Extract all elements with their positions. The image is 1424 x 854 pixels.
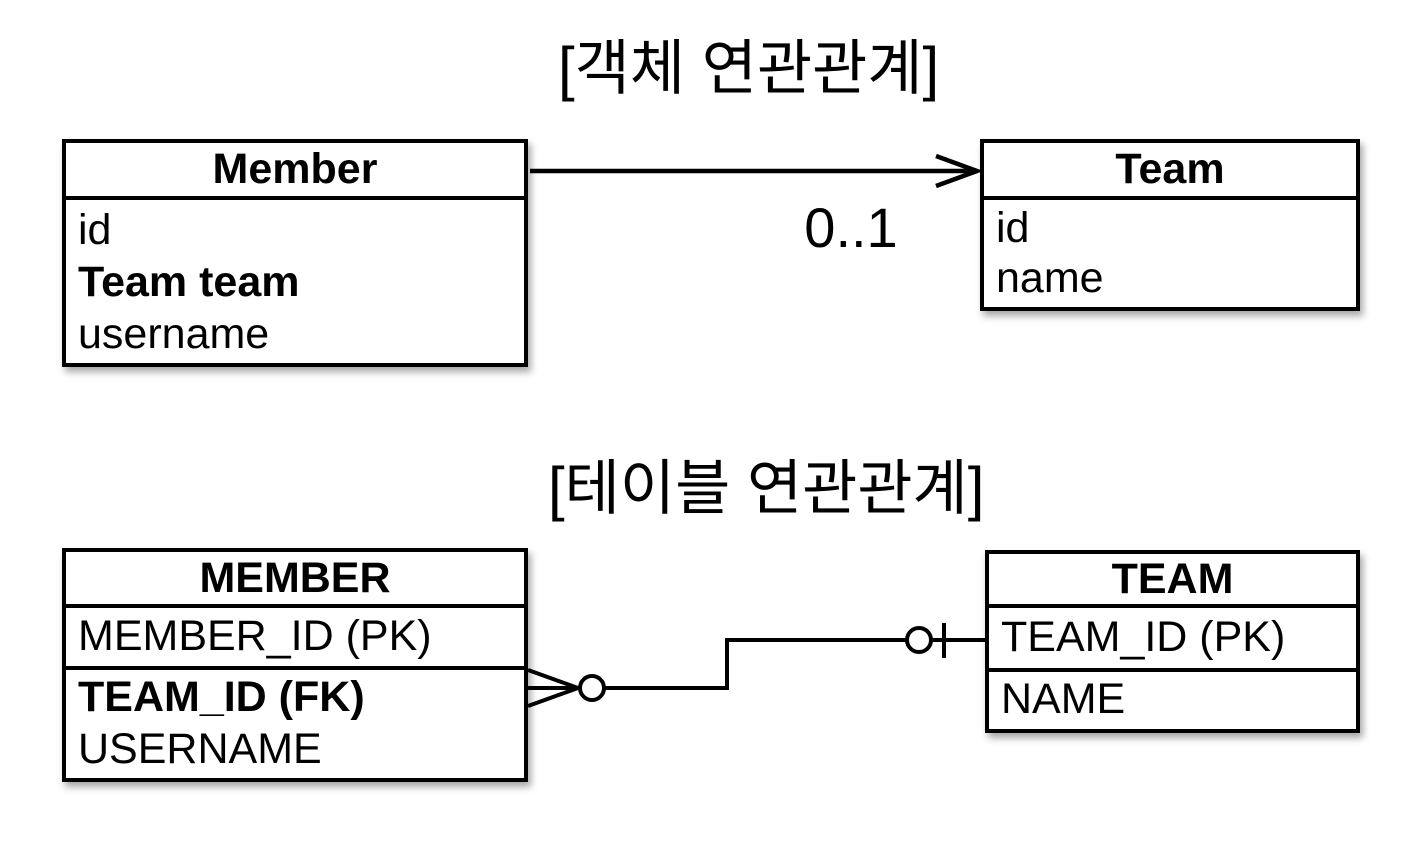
member-table-pk-row: MEMBER_ID (PK) bbox=[66, 608, 524, 670]
team-table-columns: NAME bbox=[989, 672, 1356, 724]
member-class-box: Member id Team team username bbox=[62, 139, 528, 367]
object-diagram-title: [객체 연관관계] bbox=[558, 35, 940, 102]
table-diagram-title: [테이블 연관관계] bbox=[548, 455, 985, 522]
member-table-column-team-id: TEAM_ID (FK) bbox=[78, 673, 365, 721]
member-class-field-id: id bbox=[78, 206, 112, 254]
team-table-column-name: NAME bbox=[1001, 675, 1126, 723]
zero-circle-team-end-icon bbox=[905, 626, 933, 654]
team-table-box: TEAM TEAM_ID (PK) NAME bbox=[985, 550, 1360, 733]
member-class-field-username: username bbox=[78, 310, 270, 358]
team-table-pk-row: TEAM_ID (PK) bbox=[989, 608, 1356, 672]
team-class-field-id: id bbox=[996, 204, 1030, 252]
team-class-name: Team bbox=[984, 143, 1356, 200]
member-table-name: MEMBER bbox=[66, 552, 524, 608]
team-table-name: TEAM bbox=[989, 554, 1356, 608]
member-class-field-team: Team team bbox=[78, 258, 300, 306]
zero-circle-member-end-icon bbox=[578, 674, 606, 702]
member-table-columns: TEAM_ID (FK) USERNAME bbox=[66, 670, 524, 775]
member-class-fields: id Team team username bbox=[66, 200, 524, 360]
team-class-box: Team id name bbox=[980, 139, 1360, 311]
team-class-fields: id name bbox=[984, 200, 1356, 303]
member-class-name: Member bbox=[66, 143, 524, 200]
association-open-arrowhead-icon bbox=[935, 153, 984, 189]
team-class-field-name: name bbox=[996, 254, 1104, 302]
relationship-line bbox=[578, 638, 985, 690]
association-multiplicity-label: 0..1 bbox=[804, 196, 898, 259]
crow-foot-many-marker-icon bbox=[527, 668, 579, 708]
member-table-box: MEMBER MEMBER_ID (PK) TEAM_ID (FK) USERN… bbox=[62, 548, 528, 782]
member-table-column-username: USERNAME bbox=[78, 725, 322, 773]
